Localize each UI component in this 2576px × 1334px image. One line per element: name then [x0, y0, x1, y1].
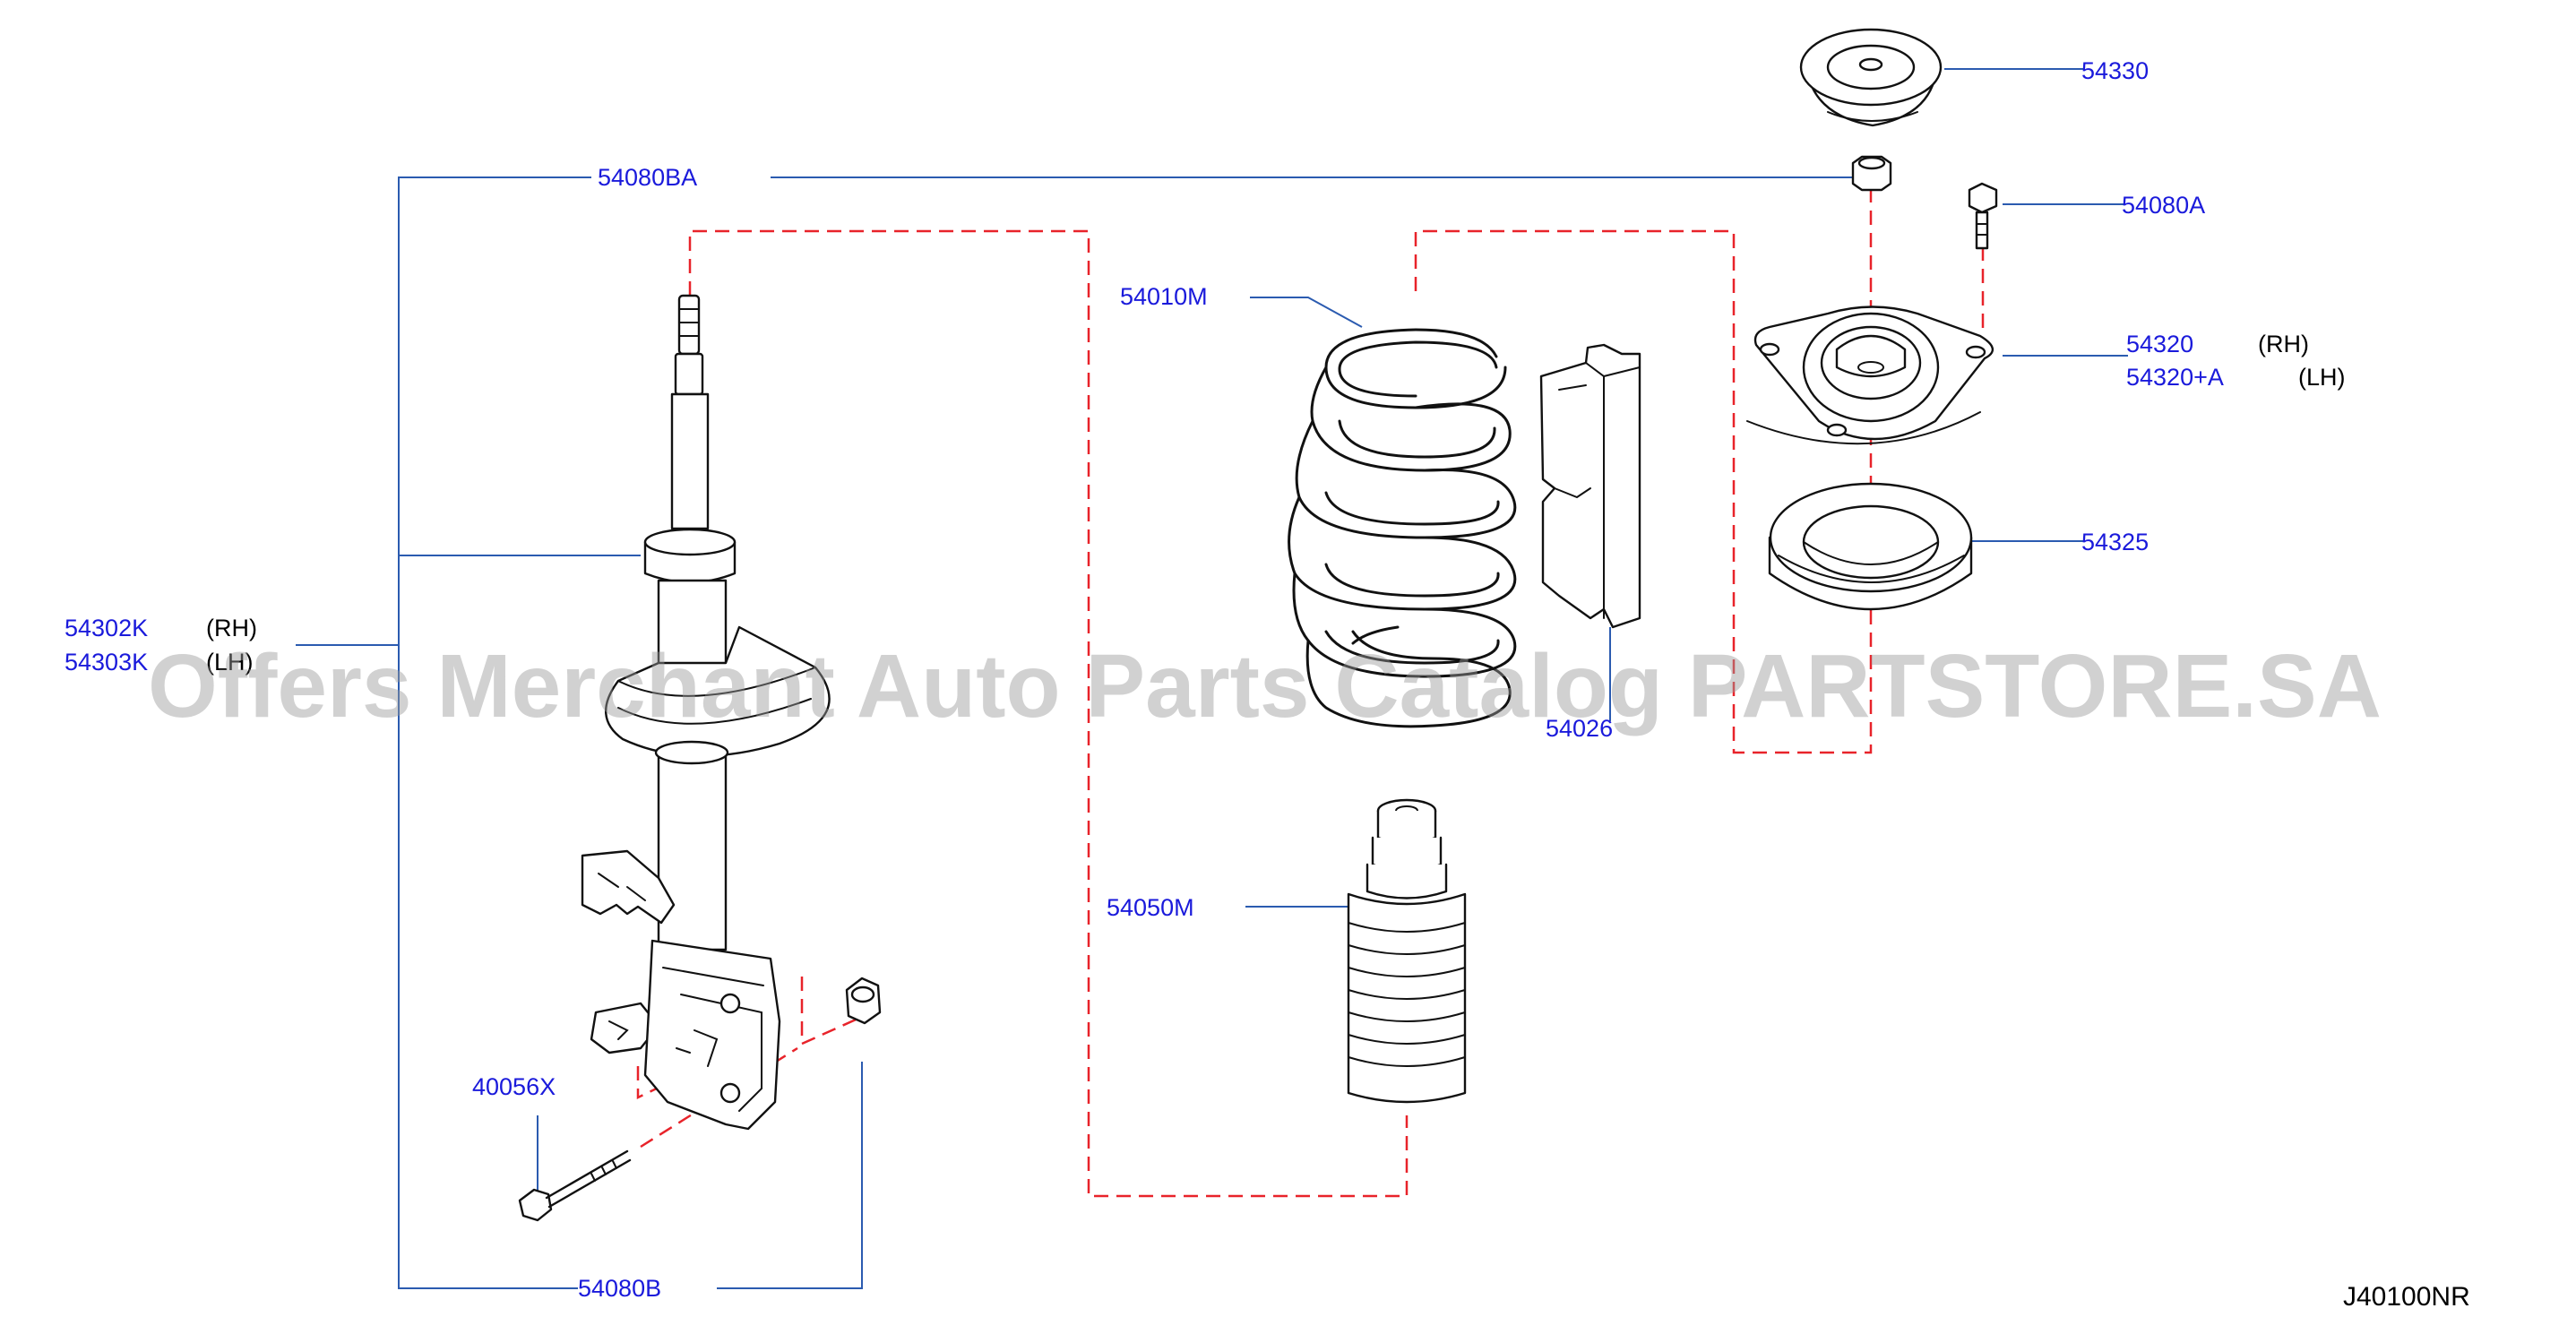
label-54080ba: 54080BA — [598, 164, 697, 191]
label-54080a: 54080A — [2122, 192, 2205, 219]
strut-assembly — [581, 294, 831, 1131]
label-40056x: 40056X — [472, 1073, 556, 1100]
label-54026: 54026 — [1546, 715, 1613, 742]
label-54080b: 54080B — [578, 1275, 661, 1302]
label-54320a-lh: (LH) — [2298, 364, 2346, 391]
bolt-54080a-drawing — [1968, 182, 1998, 250]
nut-54080b-drawing — [845, 977, 882, 1025]
label-54320-rh: (RH) — [2258, 331, 2309, 357]
coil-spring-drawing — [1288, 328, 1517, 728]
label-54050m: 54050M — [1107, 894, 1194, 921]
leader-lines — [296, 68, 2128, 1289]
label-54302k-rh: (RH) — [206, 615, 257, 641]
diagram-code: J40100NR — [2343, 1282, 2470, 1312]
strut-mount-drawing — [1746, 306, 1994, 445]
dust-boot-drawing — [1347, 798, 1467, 1104]
label-54325: 54325 — [2081, 529, 2149, 555]
label-54303k-lh: (LH) — [206, 649, 254, 676]
label-54320: 54320 — [2126, 331, 2193, 357]
part-labels: 54080BA 54330 54080A 54010M 54320 (RH) 5… — [65, 57, 2470, 1312]
label-54302k: 54302K — [65, 615, 148, 641]
mount-cap-drawing — [1799, 28, 1943, 127]
label-54320a: 54320+A — [2126, 364, 2224, 391]
label-54303k: 54303K — [65, 649, 148, 676]
label-54010m: 54010M — [1120, 283, 1208, 310]
bolt-40056x-drawing — [518, 1149, 632, 1222]
bearing-drawing — [1768, 482, 1973, 611]
insulator-54026-drawing — [1539, 343, 1641, 629]
watermark-text: Offers Merchant Auto Parts Catalog PARTS… — [148, 636, 2382, 736]
label-54330: 54330 — [2081, 57, 2149, 84]
nut-54080ba-drawing — [1851, 155, 1892, 192]
